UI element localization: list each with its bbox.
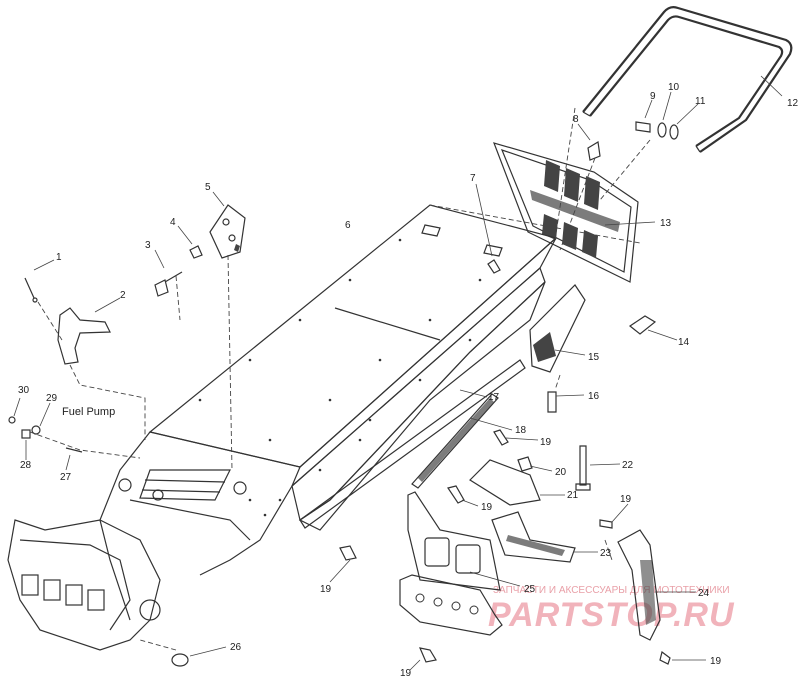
fasteners (8, 91, 706, 671)
callout-19-b: 19 (481, 502, 493, 513)
watermark: ЗАПЧАСТИ И АКСЕССУАРЫ ДЛЯ МОТОТЕХНИКИ PA… (488, 585, 735, 634)
callout-2: 2 (120, 290, 126, 301)
part-12-rear-bumper (582, 6, 793, 153)
callout-12: 12 (787, 98, 799, 109)
part-18-slide-rail (411, 393, 513, 489)
callout-14: 14 (678, 337, 690, 348)
callout-29: 29 (46, 393, 58, 404)
part-2-bracket (57, 297, 121, 365)
callout-30: 30 (18, 385, 30, 396)
callout-19-a: 19 (540, 437, 552, 448)
callout-18: 18 (515, 425, 527, 436)
callouts: 1 2 3 4 5 6 7 8 9 10 11 12 13 14 15 16 1… (18, 82, 799, 678)
part-20-clip (517, 456, 553, 472)
callout-9: 9 (650, 91, 656, 102)
part-14-pad (628, 315, 678, 341)
callout-19-d: 19 (320, 584, 332, 595)
watermark-tagline: ЗАПЧАСТИ И АКСЕССУАРЫ ДЛЯ МОТОТЕХНИКИ (493, 585, 730, 596)
callout-24: 24 (698, 588, 710, 599)
callout-27: 27 (60, 472, 72, 483)
assembly-lines (29, 107, 651, 651)
watermark-brand: PARTSTOP.RU (488, 596, 735, 634)
callout-25: 25 (524, 584, 536, 595)
callout-17: 17 (488, 392, 500, 403)
callout-11: 11 (695, 96, 706, 107)
callout-5: 5 (205, 182, 211, 193)
part-6-chassis-tunnel (7, 204, 558, 651)
callout-20: 20 (555, 467, 567, 478)
part-24-side-plate (617, 529, 696, 641)
callout-6: 6 (345, 220, 351, 231)
callout-10: 10 (668, 82, 680, 93)
callout-19-f: 19 (710, 656, 722, 667)
callout-16: 16 (588, 391, 600, 402)
callout-3: 3 (145, 240, 151, 251)
callout-23: 23 (600, 548, 612, 559)
part-25-plate (399, 491, 521, 636)
callout-8: 8 (573, 114, 579, 125)
part-21-bracket (469, 459, 565, 506)
callout-26: 26 (230, 642, 242, 653)
callout-22: 22 (622, 460, 634, 471)
part-23-bracket (491, 511, 598, 563)
callout-19-c: 19 (620, 494, 632, 505)
callout-19-e: 19 (400, 668, 412, 678)
callout-1: 1 (56, 252, 62, 263)
callout-7: 7 (470, 173, 476, 184)
part-15-bracket (529, 284, 586, 373)
part-22-bolt (575, 445, 621, 491)
callout-28: 28 (20, 460, 32, 471)
callout-21: 21 (567, 490, 579, 501)
callout-13: 13 (660, 218, 672, 229)
part-5-bracket (209, 191, 246, 259)
part-17-rail (299, 359, 526, 529)
callout-4: 4 (170, 217, 176, 228)
fuel-pump-label: Fuel Pump (62, 406, 115, 418)
callout-15: 15 (588, 352, 600, 363)
